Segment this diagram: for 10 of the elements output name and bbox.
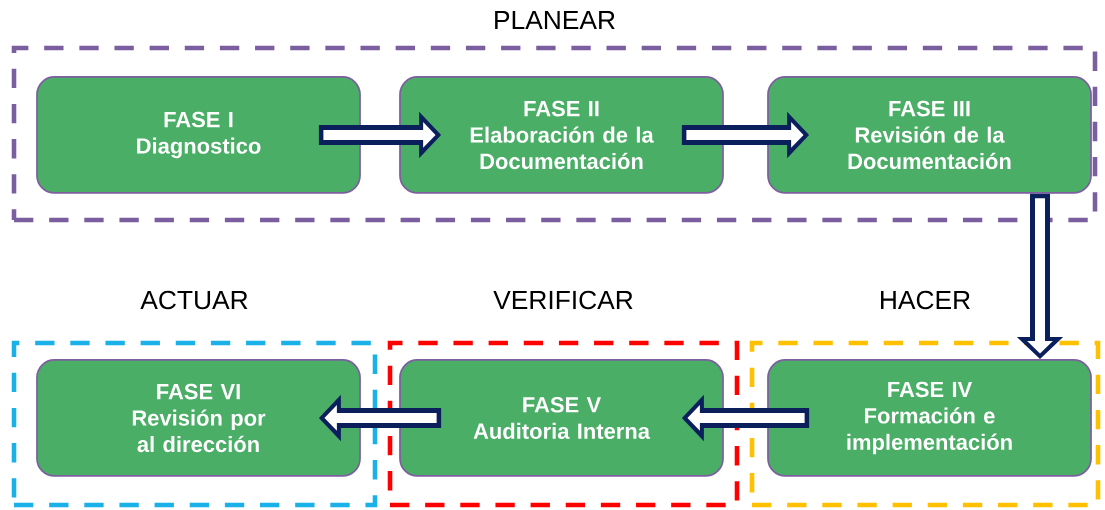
phase-box: FASE III Revisión de la Documentación [767, 76, 1092, 194]
group-heading: VERIFICAR [493, 290, 633, 310]
group-heading: HACER [881, 290, 970, 310]
phase-box: FASE II Elaboración de la Documentación [399, 76, 724, 194]
group-heading: ACTUAR [140, 290, 248, 310]
phase-box: FASE V Auditoria Interna [399, 359, 724, 477]
group-heading: PLANEAR [495, 10, 615, 30]
phase-box: FASE I Diagnostico [36, 76, 361, 194]
phase-box: FASE IV Formación e implementación [767, 359, 1092, 477]
phase-box: FASE VI Revisión por al dirección [36, 359, 361, 477]
